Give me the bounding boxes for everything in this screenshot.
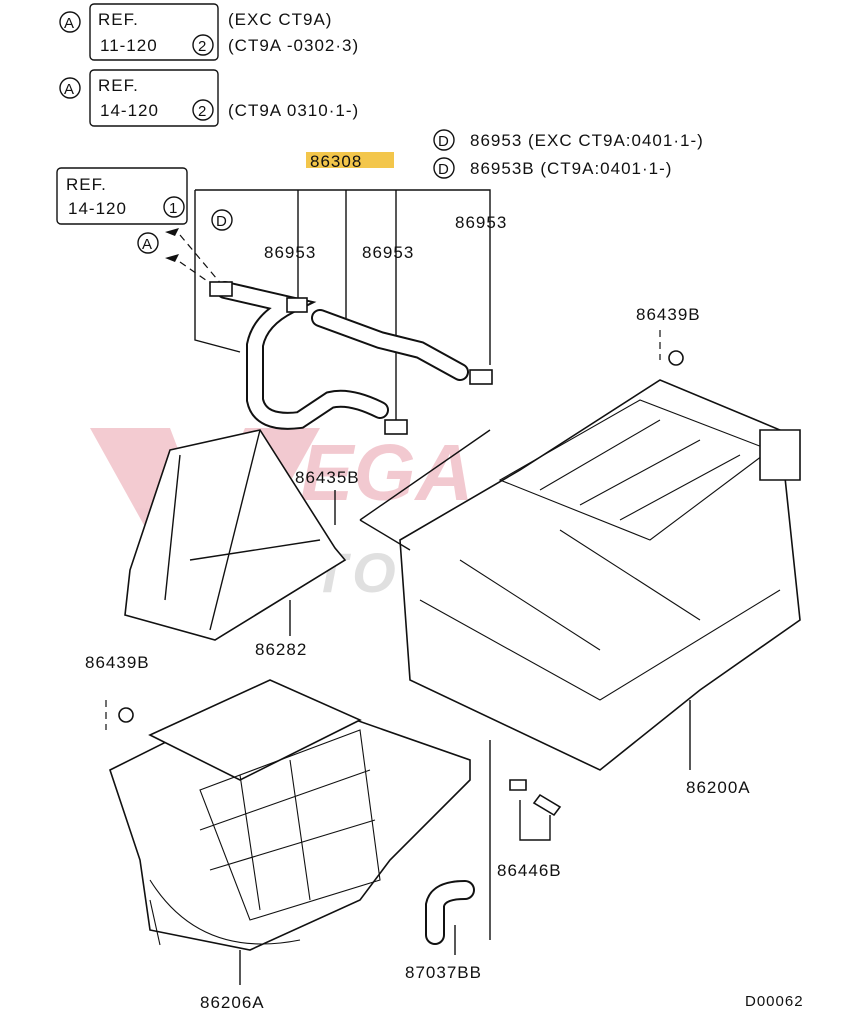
- d-notes: D 86953 (EXC CT9A:0401·1-) D 86953B (CT9…: [433, 129, 704, 179]
- heater-unit-86200A: [399, 379, 801, 771]
- svg-text:D: D: [438, 161, 450, 178]
- clips-86446B: [509, 779, 562, 817]
- svg-text:1: 1: [169, 200, 178, 217]
- part-label-86200A: 86200A: [686, 778, 751, 797]
- svg-text:(EXC CT9A): (EXC CT9A): [228, 10, 332, 29]
- svg-text:A: A: [142, 236, 153, 253]
- part-label-86439B-upper: 86439B: [636, 305, 701, 324]
- part-label-86953-a: 86953: [264, 243, 316, 262]
- part-label-86282: 86282: [255, 640, 307, 659]
- part-label-86435B: 86435B: [295, 468, 360, 487]
- svg-text:2: 2: [198, 103, 207, 120]
- clamp-d-label: D: [216, 213, 228, 230]
- drain-hose-87037BB: [425, 880, 475, 945]
- svg-text:14-120: 14-120: [68, 199, 127, 218]
- svg-text:86953 (EXC CT9A:0401·1-): 86953 (EXC CT9A:0401·1-): [470, 131, 704, 150]
- svg-text:11-120: 11-120: [100, 36, 158, 55]
- part-label-86953-b: 86953: [362, 243, 414, 262]
- svg-text:(CT9A 0310·1-): (CT9A 0310·1-): [228, 101, 359, 120]
- highlight-marker: [306, 152, 394, 168]
- part-label-86439B-lower: 86439B: [85, 653, 150, 672]
- part-label-86308: 86308: [310, 152, 362, 171]
- duct-86282: [124, 429, 347, 641]
- svg-text:D: D: [438, 133, 450, 150]
- svg-text:A: A: [64, 81, 75, 98]
- part-label-86206A: 86206A: [200, 993, 265, 1012]
- circle-letter: A: [64, 15, 75, 32]
- ref-callout-14-120-1: REF. 14-120 1 A: [56, 167, 188, 262]
- diagram-code: D00062: [745, 993, 804, 1010]
- svg-text:14-120: 14-120: [100, 101, 159, 120]
- ref-callout-14-120: A REF. 14-120 2 (CT9A 0310·1-): [59, 69, 359, 127]
- part-label-86953-c: 86953: [455, 213, 507, 232]
- part-label-86446B: 86446B: [497, 861, 562, 880]
- svg-text:REF.: REF.: [98, 10, 139, 29]
- svg-text:2: 2: [198, 38, 207, 55]
- svg-text:86953B (CT9A:0401·1-): 86953B (CT9A:0401·1-): [470, 159, 672, 178]
- svg-text:REF.: REF.: [66, 175, 107, 194]
- part-label-87037BB: 87037BB: [405, 963, 482, 982]
- heater-hoses: [209, 281, 493, 435]
- nut-icon: [118, 707, 134, 723]
- blower-unit-86206A: [109, 679, 471, 951]
- ref-callout-11-120: A REF. 11-120 2 (EXC CT9A) (CT9A -0302·3…: [59, 3, 359, 61]
- svg-text:(CT9A -0302·3): (CT9A -0302·3): [228, 36, 359, 55]
- nut-icon: [668, 350, 684, 366]
- svg-text:REF.: REF.: [98, 76, 139, 95]
